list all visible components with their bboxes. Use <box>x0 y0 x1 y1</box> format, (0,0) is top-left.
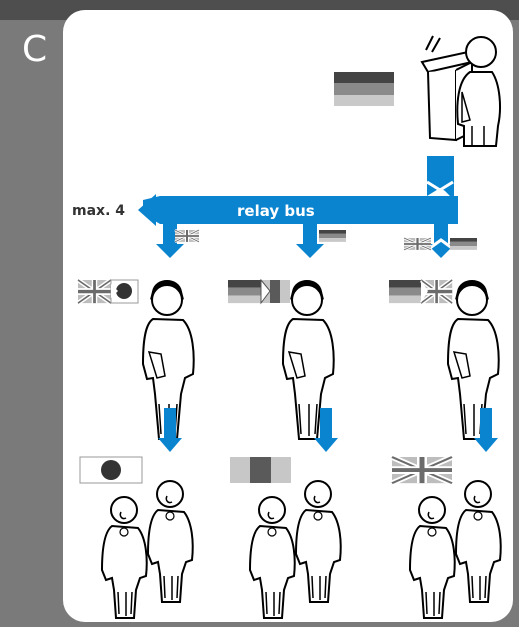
generic-flag-icon <box>230 457 291 483</box>
booth-1-flags <box>78 280 139 303</box>
booth-3-flags <box>389 280 452 303</box>
relay-flag-uk-icon <box>404 238 431 250</box>
listener-group-english <box>409 480 502 619</box>
relay-bus-arrows <box>138 156 458 258</box>
panel-letter: C <box>22 29 48 70</box>
relay-bus-label: relay bus <box>237 202 315 220</box>
listener-group-other <box>249 480 342 619</box>
speaker-language-flag-icon <box>334 72 394 106</box>
listener-group-japanese <box>101 480 194 619</box>
booth-2-flags <box>228 278 290 305</box>
speaker-at-lectern-icon <box>420 35 501 147</box>
relay-flag-de-icon <box>450 238 477 250</box>
output-arrows <box>158 408 498 452</box>
relay-flag-uk-icon <box>175 230 199 242</box>
japan-flag-icon <box>79 456 143 484</box>
relay-flag-de-icon <box>319 230 346 242</box>
uk-flag-icon <box>392 457 452 483</box>
max-relay-label: max. 4 <box>72 203 125 219</box>
